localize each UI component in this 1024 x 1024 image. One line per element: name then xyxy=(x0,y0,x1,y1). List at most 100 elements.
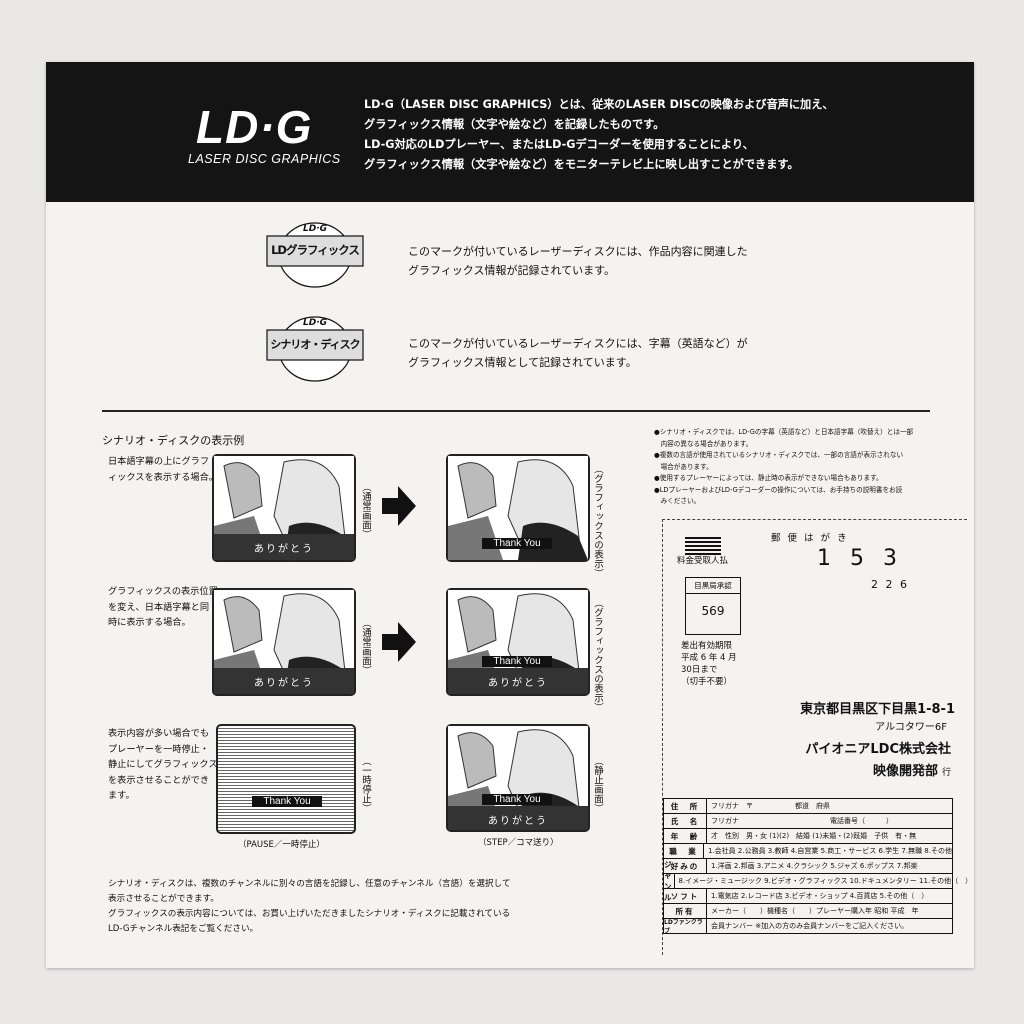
form-head: LDファンクラブ xyxy=(664,919,707,935)
desc-line: を表示させることができ xyxy=(108,774,210,786)
form-row: 氏 名フリガナ 電話番号（ ） xyxy=(664,814,952,829)
ld-g-logo-subtitle: LASER DISC GRAPHICS xyxy=(188,152,341,166)
approval-number: 569 xyxy=(701,604,725,618)
ld-g-insert-sheet: LD·G LASER DISC GRAPHICS LD·G（LASER DISC… xyxy=(46,62,974,968)
section-divider xyxy=(102,410,930,412)
note-line: ●LDプレーヤーおよびLD-Gデコーダーの操作については、お手持ちの説明書をお読 xyxy=(654,485,903,494)
note-line: 場合があります。 xyxy=(654,462,713,471)
form-head: 好みの xyxy=(664,859,707,873)
note-line: 内容の異なる場合があります。 xyxy=(654,439,753,448)
desc-line: 時に表示する場合。 xyxy=(108,617,191,628)
desc-line: 静止にしてグラフィックス xyxy=(108,759,218,770)
form-field[interactable]: 才 性別 男・女 (1)(2) 結婚 (1)未婚・(2)既婚 子供 有・無 xyxy=(711,832,917,840)
desc-line: 表示内容が多い場合でも xyxy=(108,728,210,739)
footer-line: グラフィックスの表示内容については、お買い上げいただきましたシナリオ・ディスクに… xyxy=(108,909,511,919)
department-suffix: 行 xyxy=(941,768,951,778)
form-field[interactable]: フリガナ 〒 都道 府県 xyxy=(711,802,830,810)
note-line: ●使用するプレーヤーによっては、静止時の表示ができない場合もあります。 xyxy=(654,474,883,482)
ld-graphics-mark: LD·G LDグラフィックス xyxy=(266,220,364,290)
validity-line: 平成 6 年 4 月 xyxy=(681,653,737,663)
form-field[interactable]: 1.会社員 2.公務員 3.教師 4.自営業 5.商工・サービス 6.学生 7.… xyxy=(707,847,952,855)
example-description: 日本語字幕の上にグラフ ィックスを表示する場合。 xyxy=(108,454,218,485)
approval-label: 目黒局承認 xyxy=(686,578,740,594)
zip-code-sub: 2 2 6 xyxy=(871,578,909,591)
mark-logo-top: LD·G xyxy=(302,318,327,328)
company: パイオニアLDC株式会社 xyxy=(805,742,951,757)
form-head: 年 齢 xyxy=(664,829,707,843)
example-description: グラフィックスの表示位置 を変え、日本語字幕と同 時に表示する場合。 xyxy=(108,584,218,631)
japanese-subtitle: ありがとう xyxy=(254,544,314,555)
banner-line: グラフィックス情報（文字や絵など）をモニターテレビ上に映し出すことができます。 xyxy=(364,158,799,171)
desc-line: グラフィックスの表示位置 xyxy=(108,586,218,597)
note-line: ●シナリオ・ディスクでは、LD-Gの字幕（英語など）と日本語字幕（吹替え）とは一… xyxy=(654,428,914,436)
mark-text-line: このマークが付いているレーザーディスクには、字幕（英語など）が xyxy=(408,337,748,350)
banner-line: LD-G対応のLDプレーヤー、またはLD-Gデコーダーを使用することにより、 xyxy=(364,138,754,151)
form-head: ソフト xyxy=(664,889,707,903)
banner-line: LD·G（LASER DISC GRAPHICS）とは、従来のLASER DIS… xyxy=(364,98,834,111)
step-caption: （STEP／コマ送り） xyxy=(478,838,559,848)
japanese-subtitle: ありがとう xyxy=(488,678,548,689)
fee-bars xyxy=(685,537,721,557)
department-name: 映像開発部 xyxy=(872,764,938,779)
desc-line: ます。 xyxy=(108,790,135,801)
mark-text-line: このマークが付いているレーザーディスクには、作品内容に関連した xyxy=(408,245,748,258)
note-line: ●複数の言語が使用されているシナリオ・ディスクでは、一部の言語が表示されない xyxy=(654,451,904,459)
arrow-right-icon xyxy=(382,486,416,526)
normal-screen-panel: ありがとう xyxy=(212,588,356,696)
validity: 差出有効期限 平成 6 年 4 月 30日まで （切手不要） xyxy=(681,640,737,688)
validity-line: 差出有効期限 xyxy=(681,641,733,651)
example-description: 表示内容が多い場合でも プレーヤーを一時停止・ 静止にしてグラフィックス を表示… xyxy=(108,726,218,804)
still-screen-panel: Thank You ありがとう xyxy=(446,724,590,832)
form-field[interactable]: 1.電気店 2.レコード店 3.ビデオ・ショップ 4.百貨店 5.その他（ ） xyxy=(711,892,929,900)
reply-form: 住 所フリガナ 〒 都道 府県 氏 名フリガナ 電話番号（ ） 年 齢才 性別 … xyxy=(663,798,972,935)
footer-line: LD-Gチャンネル表記をご覧ください。 xyxy=(108,924,259,934)
japanese-subtitle: ありがとう xyxy=(254,678,314,689)
english-caption: Thank You xyxy=(252,796,322,807)
ld-g-logo: LD·G xyxy=(196,101,313,153)
header-banner: LD·G LASER DISC GRAPHICS LD·G（LASER DISC… xyxy=(46,62,974,202)
scenario-disc-mark: LD·G シナリオ・ディスク xyxy=(266,314,364,384)
form-row: LDファンクラブ会員ナンバー ※加入の方のみ会員ナンバーをご記入ください。 xyxy=(664,919,952,935)
screen-label: （グラフィックスの表示） xyxy=(592,464,603,578)
form-head: ジャンル xyxy=(664,860,675,902)
mark-logo-main: シナリオ・ディスク xyxy=(270,338,360,351)
screen-label: （通常画面） xyxy=(360,482,371,539)
mark-text-line: グラフィックス情報が記録されています。 xyxy=(408,264,616,277)
normal-screen-panel: ありがとう xyxy=(212,454,356,562)
english-caption: Thank You xyxy=(482,538,552,549)
english-caption: Thank You xyxy=(482,656,552,667)
arrow-right-icon xyxy=(382,622,416,662)
desc-line: 日本語字幕の上にグラフ xyxy=(108,456,210,467)
mark-logo-top: LD·G xyxy=(302,224,327,234)
zip-code: 1 5 3 xyxy=(817,546,903,571)
form-head: 住 所 xyxy=(664,799,707,813)
screen-label: （通常画面） xyxy=(360,618,371,675)
form-row: 好みの 1.洋画 2.邦画 3.アニメ 4.クラシック 5.ジャズ 6.ポップス … xyxy=(664,859,952,874)
notes-list: ●シナリオ・ディスクでは、LD-Gの字幕（英語など）と日本語字幕（吹替え）とは一… xyxy=(654,427,913,508)
graphics-screen-panel: Thank You ありがとう xyxy=(446,588,590,696)
postcard-header: 郵 便 は が き xyxy=(771,533,849,544)
screen-label: （静止画面） xyxy=(592,756,603,813)
pause-caption: （PAUSE／一時停止） xyxy=(238,840,325,850)
form-head: 職 業 xyxy=(664,844,704,858)
form-field[interactable]: メーカー（ ）機種名（ ）プレーヤー購入年 昭和 平成 年 xyxy=(711,907,919,915)
english-caption: Thank You xyxy=(482,794,552,805)
form-field[interactable]: 1.洋画 2.邦画 3.アニメ 4.クラシック 5.ジャズ 6.ポップス 7.邦… xyxy=(711,862,918,870)
banner-line: グラフィックス情報（文字や絵など）を記録したものです。 xyxy=(364,118,665,131)
form-head: 氏 名 xyxy=(664,814,707,828)
form-field[interactable]: 会員ナンバー ※加入の方のみ会員ナンバーをご記入ください。 xyxy=(711,922,909,930)
desc-line: プレーヤーを一時停止・ xyxy=(108,743,210,755)
address: 東京都目黒区下目黒1-8-1 xyxy=(800,702,955,717)
mark-text-line: グラフィックス情報として記録されています。 xyxy=(408,356,637,369)
building: アルコタワー6F xyxy=(875,722,947,733)
form-field[interactable]: フリガナ 電話番号（ ） xyxy=(711,817,893,825)
form-row: 年 齢才 性別 男・女 (1)(2) 結婚 (1)未婚・(2)既婚 子供 有・無 xyxy=(664,829,952,844)
graphics-screen-panel: Thank You xyxy=(446,454,590,562)
form-row: ソフト 1.電気店 2.レコード店 3.ビデオ・ショップ 4.百貨店 5.その他（… xyxy=(664,889,952,904)
form-field[interactable]: 8.イメージ・ミュージック 9.ビデオ・グラフィックス 10.ドキュメンタリー … xyxy=(678,877,973,885)
footer-line: 表示させることができます。 xyxy=(108,894,219,904)
form-row: 所有メーカー（ ）機種名（ ）プレーヤー購入年 昭和 平成 年 xyxy=(664,904,952,919)
example-title: シナリオ・ディスクの表示例 xyxy=(102,434,245,447)
